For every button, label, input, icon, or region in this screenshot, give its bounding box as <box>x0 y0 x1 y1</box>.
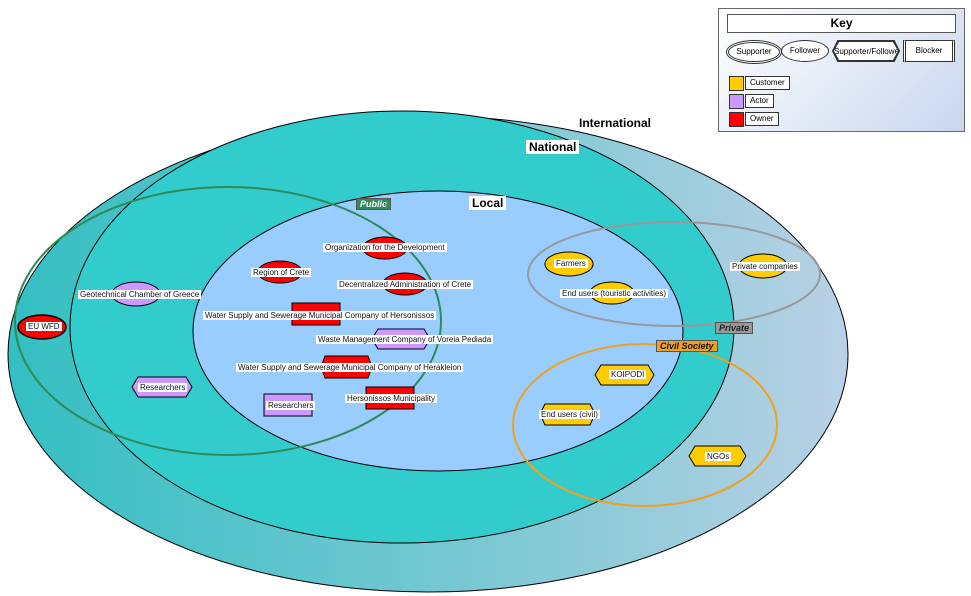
geotechnical-label: Geotechnical Chamber of Greece <box>78 290 202 299</box>
water-hersonissos-label: Water Supply and Sewerage Municipal Comp… <box>203 311 437 320</box>
legend-owner-label: Owner <box>745 112 779 126</box>
legend-owner-swatch <box>729 112 744 127</box>
public-group-boundary <box>14 186 442 456</box>
legend-supporter-follower: Supporter/Follower <box>832 40 900 62</box>
end-users-civil-label: End users (civil) <box>539 410 600 419</box>
end-users-touristic-label: End users (touristic activities) <box>560 289 669 298</box>
private-group-boundary <box>527 221 821 327</box>
zone-label-international: International <box>576 116 655 130</box>
legend-blocker: Blocker <box>903 40 955 62</box>
legend-supporter: Supporter <box>726 40 782 64</box>
decentralized-admin-label: Decentralized Administration of Crete <box>337 280 474 289</box>
farmers-label: Farmers <box>554 259 588 268</box>
region-crete-label: Region of Crete <box>251 268 312 277</box>
koipodi-label: KOIPODI <box>609 370 647 379</box>
legend-follower: Follower <box>781 40 829 62</box>
zone-label-local: Local <box>469 196 507 210</box>
legend-customer-swatch <box>729 76 744 91</box>
zone-label-national: National <box>526 140 580 154</box>
legend-actor-swatch <box>729 94 744 109</box>
legend-actor-label: Actor <box>745 94 774 108</box>
group-label-civil: Civil Society <box>656 340 718 352</box>
group-label-public: Public <box>356 198 392 210</box>
researchers-local-label: Researchers <box>266 401 316 410</box>
waste-voreia-label: Waste Management Company of Voreia Pedia… <box>316 335 494 344</box>
hersonissos-municipality-label: Hersonissos Municipality <box>345 394 438 403</box>
legend-panel: Key Supporter Follower Supporter/Followe… <box>718 8 965 132</box>
legend-supporter-follower-inner: Supporter/Follower <box>834 42 898 60</box>
org-development-label: Organization for the Development <box>323 243 447 252</box>
private-companies-label: Private companies <box>730 262 800 271</box>
group-label-private: Private <box>715 322 754 334</box>
water-herakleion-label: Water Supply and Sewerage Municipal Comp… <box>236 363 464 372</box>
local-zone <box>192 190 684 472</box>
researchers-national-label: Researchers <box>138 383 188 392</box>
civil-group-boundary <box>512 343 778 507</box>
legend-title: Key <box>727 14 956 33</box>
legend-customer-label: Customer <box>745 76 790 90</box>
eu-wfd-label: EU WFD <box>26 322 62 331</box>
ngos-label: NGOs <box>705 452 732 461</box>
